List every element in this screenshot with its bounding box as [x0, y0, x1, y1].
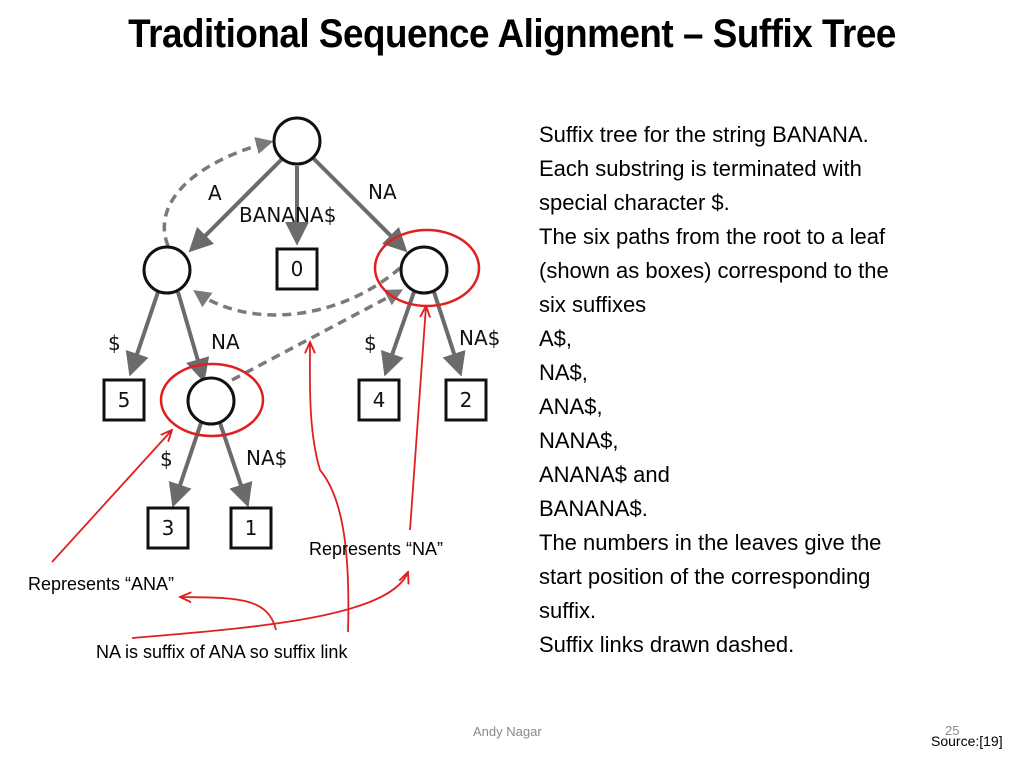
leaf-box-3	[146, 506, 190, 550]
represents-na-label: Represents “NA”	[309, 539, 444, 559]
arrow-represents-na	[409, 306, 426, 531]
description-line: Each substring is terminated with	[539, 156, 862, 181]
description-line: (shown as boxes) correspond to the	[539, 258, 889, 283]
page-number: 25	[945, 723, 960, 738]
description-line: Suffix tree for the string BANANA.	[539, 122, 869, 147]
annotation-arrows	[51, 306, 426, 639]
edge-label-root-right: NA	[368, 180, 397, 204]
description-line: suffix.	[539, 598, 597, 623]
node-a	[142, 245, 192, 295]
description-line: A$,	[539, 326, 573, 351]
highlight-ellipse-ana	[159, 362, 265, 438]
leaf-5-label: 5	[118, 388, 131, 412]
internal-nodes	[142, 116, 449, 426]
leaf-3-label: 3	[162, 516, 175, 540]
edge-label-ana-right: NA$	[246, 446, 287, 470]
edge-ana-to-leaf1	[218, 422, 253, 508]
description-line: NANA$,	[539, 428, 619, 453]
arrow-note-to-ana-label	[180, 597, 277, 631]
edge-labels: A BANANA$ NA $ NA $ NA$ $ NA$	[108, 180, 500, 471]
edge-label-na-right: NA$	[459, 326, 500, 350]
edge-a-to-leaf5	[125, 291, 160, 377]
leaf-2-label: 2	[460, 388, 473, 412]
node-root	[272, 116, 322, 166]
description-line: ANANA$ and	[539, 462, 670, 487]
node-ana	[186, 376, 236, 426]
edge-root-to-na	[311, 156, 408, 253]
tree-edges	[125, 156, 466, 508]
description-line: NA$,	[539, 360, 588, 385]
edge-a-to-ana	[176, 291, 210, 383]
suffix-link-note: NA is suffix of ANA so suffix link	[96, 642, 348, 662]
arrow-note-to-na-label	[131, 572, 408, 639]
edge-label-a-left: $	[108, 331, 121, 355]
arrow-note-to-suffix-link	[310, 342, 350, 633]
description-text: Suffix tree for the string BANANA. Each …	[539, 118, 989, 662]
leaf-box-5	[102, 378, 146, 422]
description-line: The six paths from the root to a leaf	[539, 224, 886, 249]
leaf-box-4	[357, 378, 401, 422]
represents-ana-label: Represents “ANA”	[28, 574, 175, 594]
edge-label-a-right: NA	[211, 330, 240, 354]
edge-label-root-left: A	[208, 181, 222, 205]
leaf-4-label: 4	[373, 388, 386, 412]
description-line: ANA$,	[539, 394, 603, 419]
leaf-box-0	[275, 247, 319, 291]
description-line: special character $.	[539, 190, 730, 215]
description-line: The numbers in the leaves give the	[539, 530, 882, 555]
leaf-1-label: 1	[245, 516, 258, 540]
edge-ana-to-leaf3	[168, 422, 203, 508]
edge-label-na-left: $	[364, 331, 377, 355]
slide-title: Traditional Sequence Alignment – Suffix …	[128, 12, 896, 56]
leaf-boxes	[102, 247, 488, 550]
source-citation: Source:[19]	[931, 733, 1003, 749]
leaf-numbers: 0 5 4 2 3 1	[118, 257, 473, 540]
suffix-link-ana-to-na	[231, 289, 404, 382]
description-line: start position of the corresponding	[539, 564, 871, 589]
node-na	[399, 245, 449, 295]
leaf-box-1	[229, 506, 273, 550]
leaf-box-2	[444, 378, 488, 422]
leaf-0-label: 0	[291, 257, 304, 281]
edge-root-to-a	[188, 156, 285, 253]
arrow-represents-ana	[51, 430, 172, 563]
suffix-links	[162, 137, 404, 382]
description-line: six suffixes	[539, 292, 647, 317]
edge-na-to-leaf4	[381, 291, 416, 377]
edge-label-root-middle: BANANA$	[239, 203, 336, 227]
edge-label-ana-left: $	[160, 447, 173, 471]
footer-author: Andy Nagar	[473, 724, 542, 739]
suffix-link-a-to-root	[162, 137, 274, 247]
description-line: Suffix links drawn dashed.	[539, 632, 795, 657]
description-line: BANANA$.	[539, 496, 648, 521]
